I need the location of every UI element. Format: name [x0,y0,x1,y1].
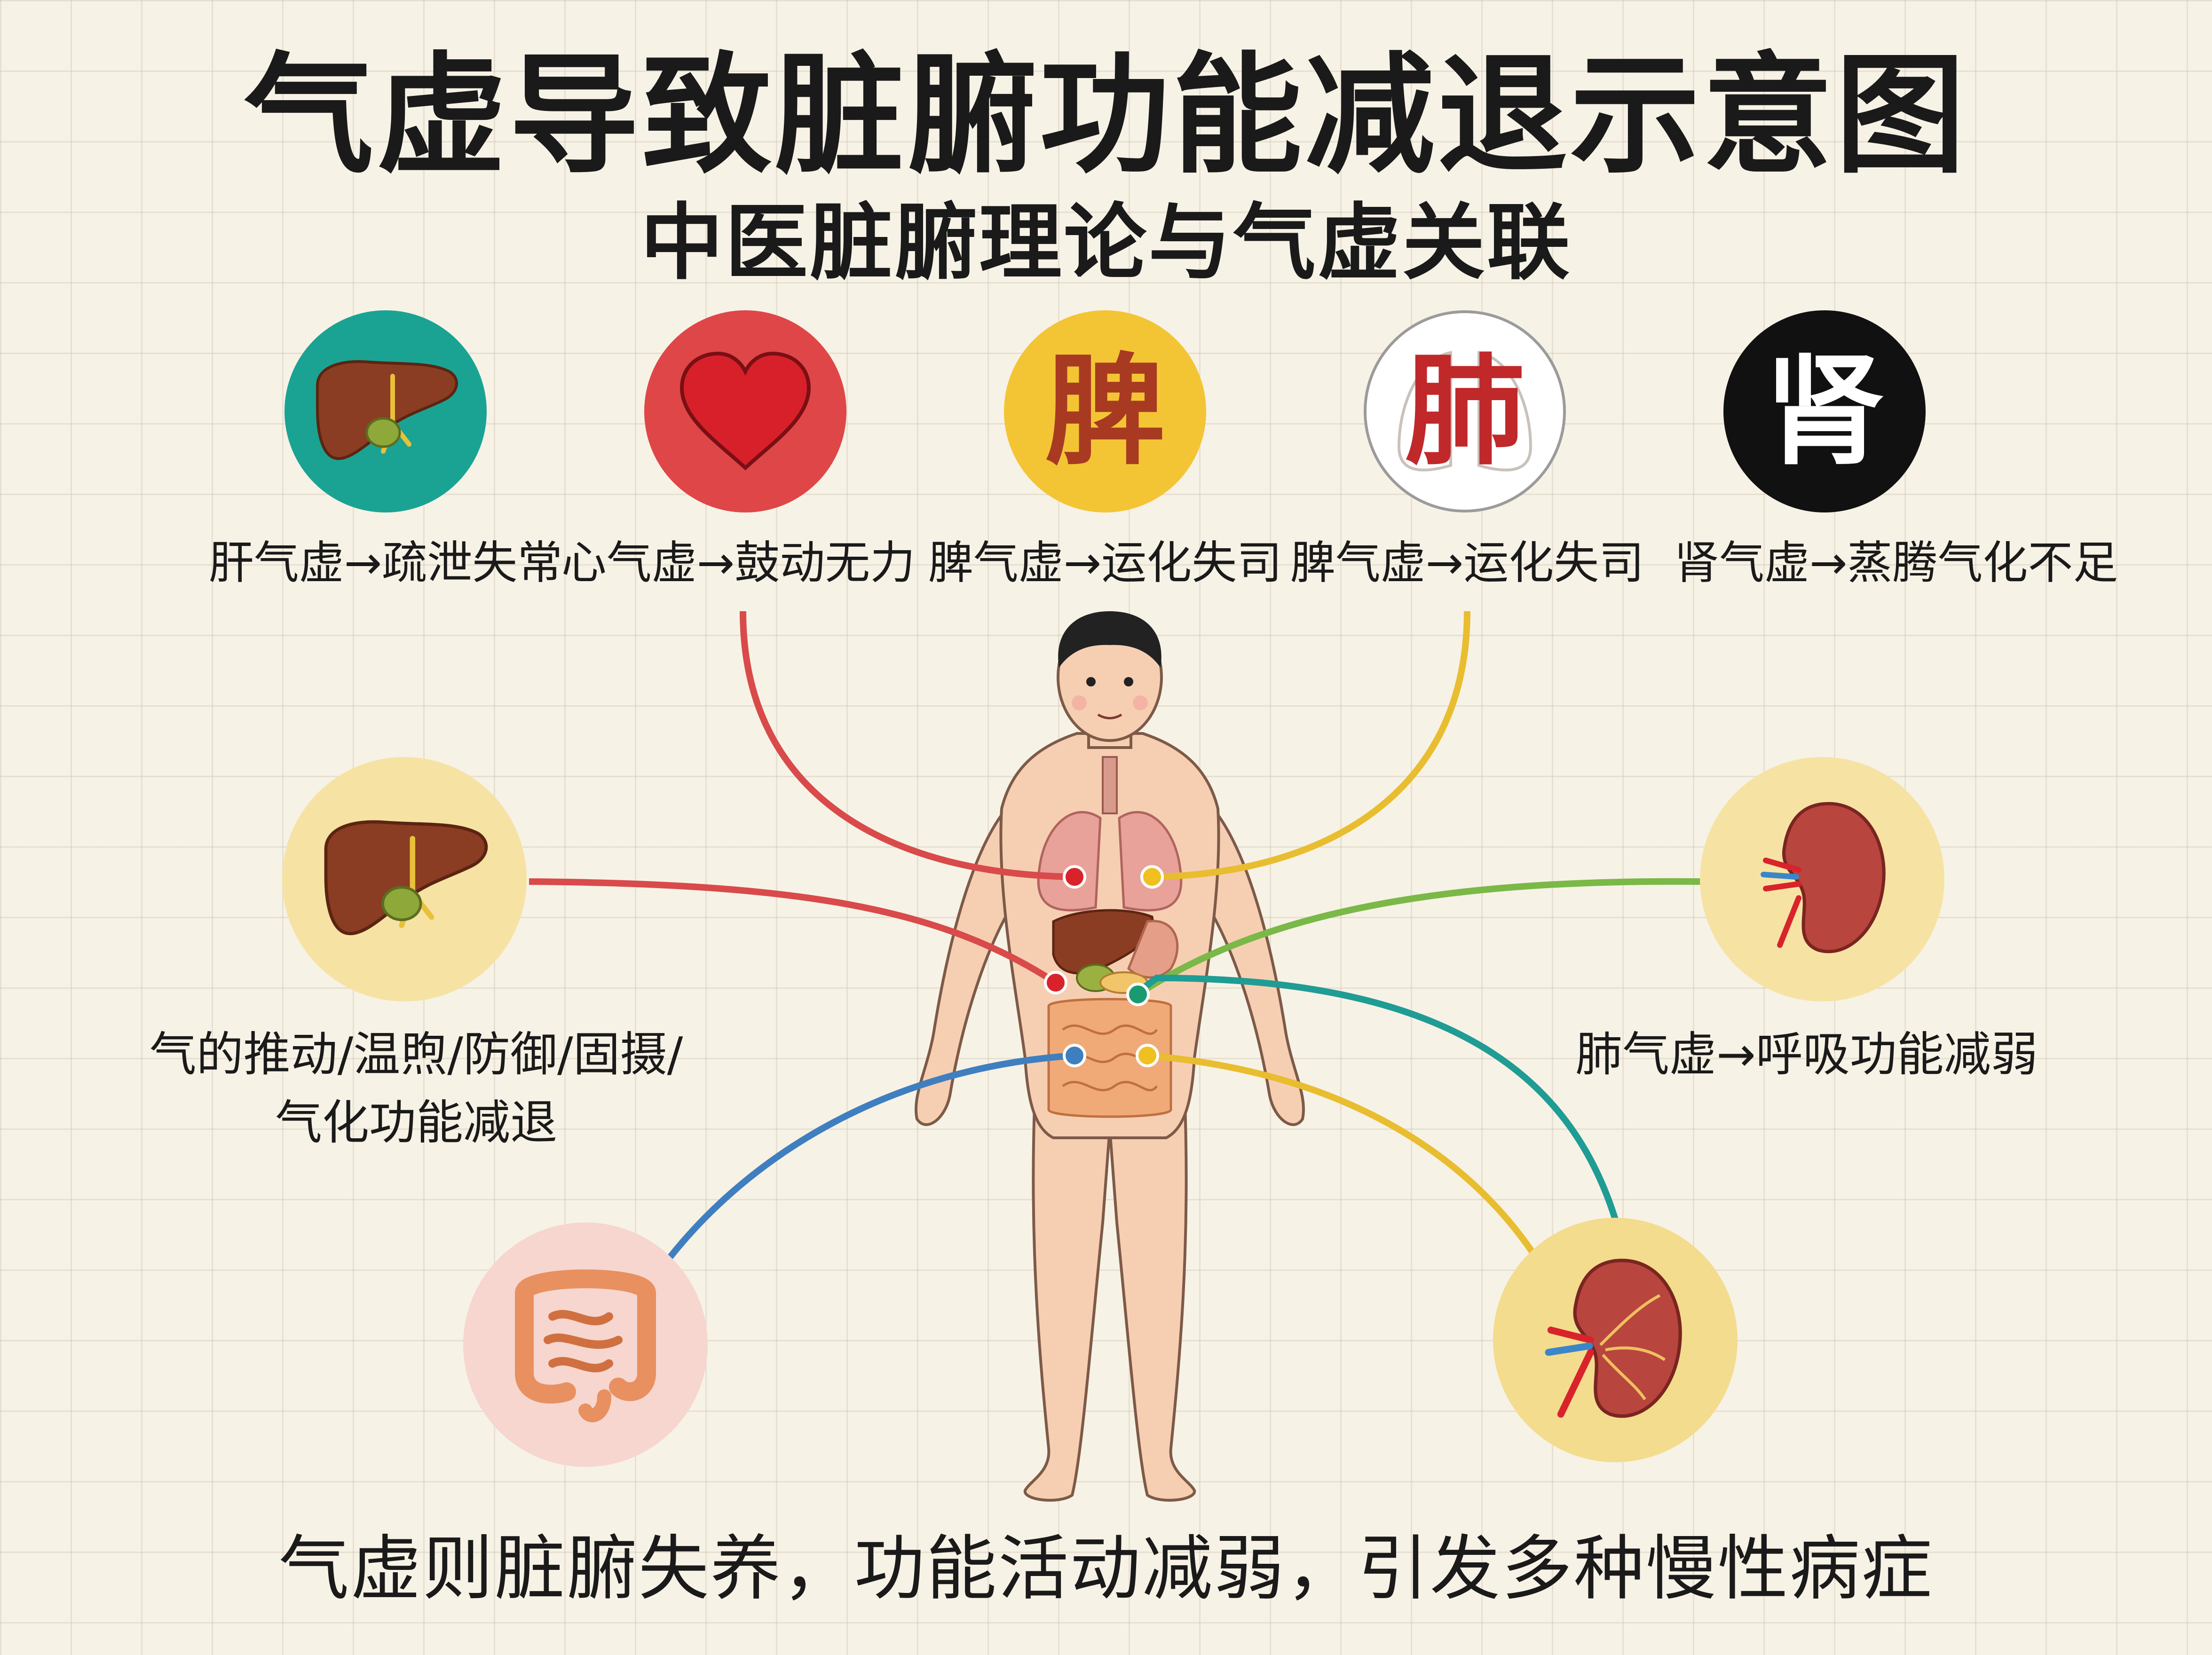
intestine-circle [463,1222,708,1467]
page-title: 气虚导致脏腑功能减退示意图 [244,40,1968,191]
right-side-text: 肺气虚→呼吸功能减弱 [1575,1027,2038,1082]
liver-icon [324,820,488,936]
left-text-line-1: 气的推动/温煦/防御/固摄/ [149,1027,683,1082]
lung-outline-icon [1397,351,1533,472]
heart-circle [644,310,846,512]
kidney-char: 肾 [1764,341,1885,481]
top-label-liver: 肝气虚→疏泄失常 [208,536,563,589]
left-side-text: 气的推动/温煦/防御/固摄/ 气化功能减退 [120,1020,712,1157]
heart-line [740,611,1075,880]
top-label-lung: 脾气虚→运化失司 [1290,536,1644,589]
kidney-circle: 肾 [1723,310,1926,512]
liver-icon [316,360,458,460]
top-label-spleen: 脾气虚→运化失司 [928,536,1282,589]
kidney-yellow-line [1147,1052,1540,1262]
kidney-teal-line [1136,974,1621,1228]
heart-icon [679,351,811,471]
intestine-line [665,1052,1075,1262]
bottom-summary: 气虚则脏腑失养，功能活动减弱，引发多种慢性病症 [278,1528,1934,1610]
kidney-side-circle [1700,757,1944,1001]
kidney-side-circle-2 [1493,1218,1738,1462]
lung-circle: 肺 [1364,310,1566,512]
page-subtitle: 中医脏腑理论与气虚关联 [640,195,1572,291]
human-figure [915,611,1305,1502]
kidney-icon [1761,802,1886,954]
lung-line [1136,878,1703,997]
kidney-icon [1545,1259,1682,1418]
spleen-line [1152,611,1470,880]
spleen-circle: 脾 [1004,310,1206,512]
lung-char: 肺 [1405,341,1525,481]
left-text-line-2: 气化功能减退 [275,1095,557,1150]
liver-side-circle [282,757,527,1001]
liver-circle [284,310,487,512]
top-label-heart: 心气虚→鼓动无力 [561,536,916,589]
spleen-char: 脾 [1045,341,1165,481]
liver-line [529,878,1058,985]
intestine-icon [515,1269,656,1422]
top-label-kidney: 肾气虚→蒸腾气化不足 [1674,536,2118,589]
